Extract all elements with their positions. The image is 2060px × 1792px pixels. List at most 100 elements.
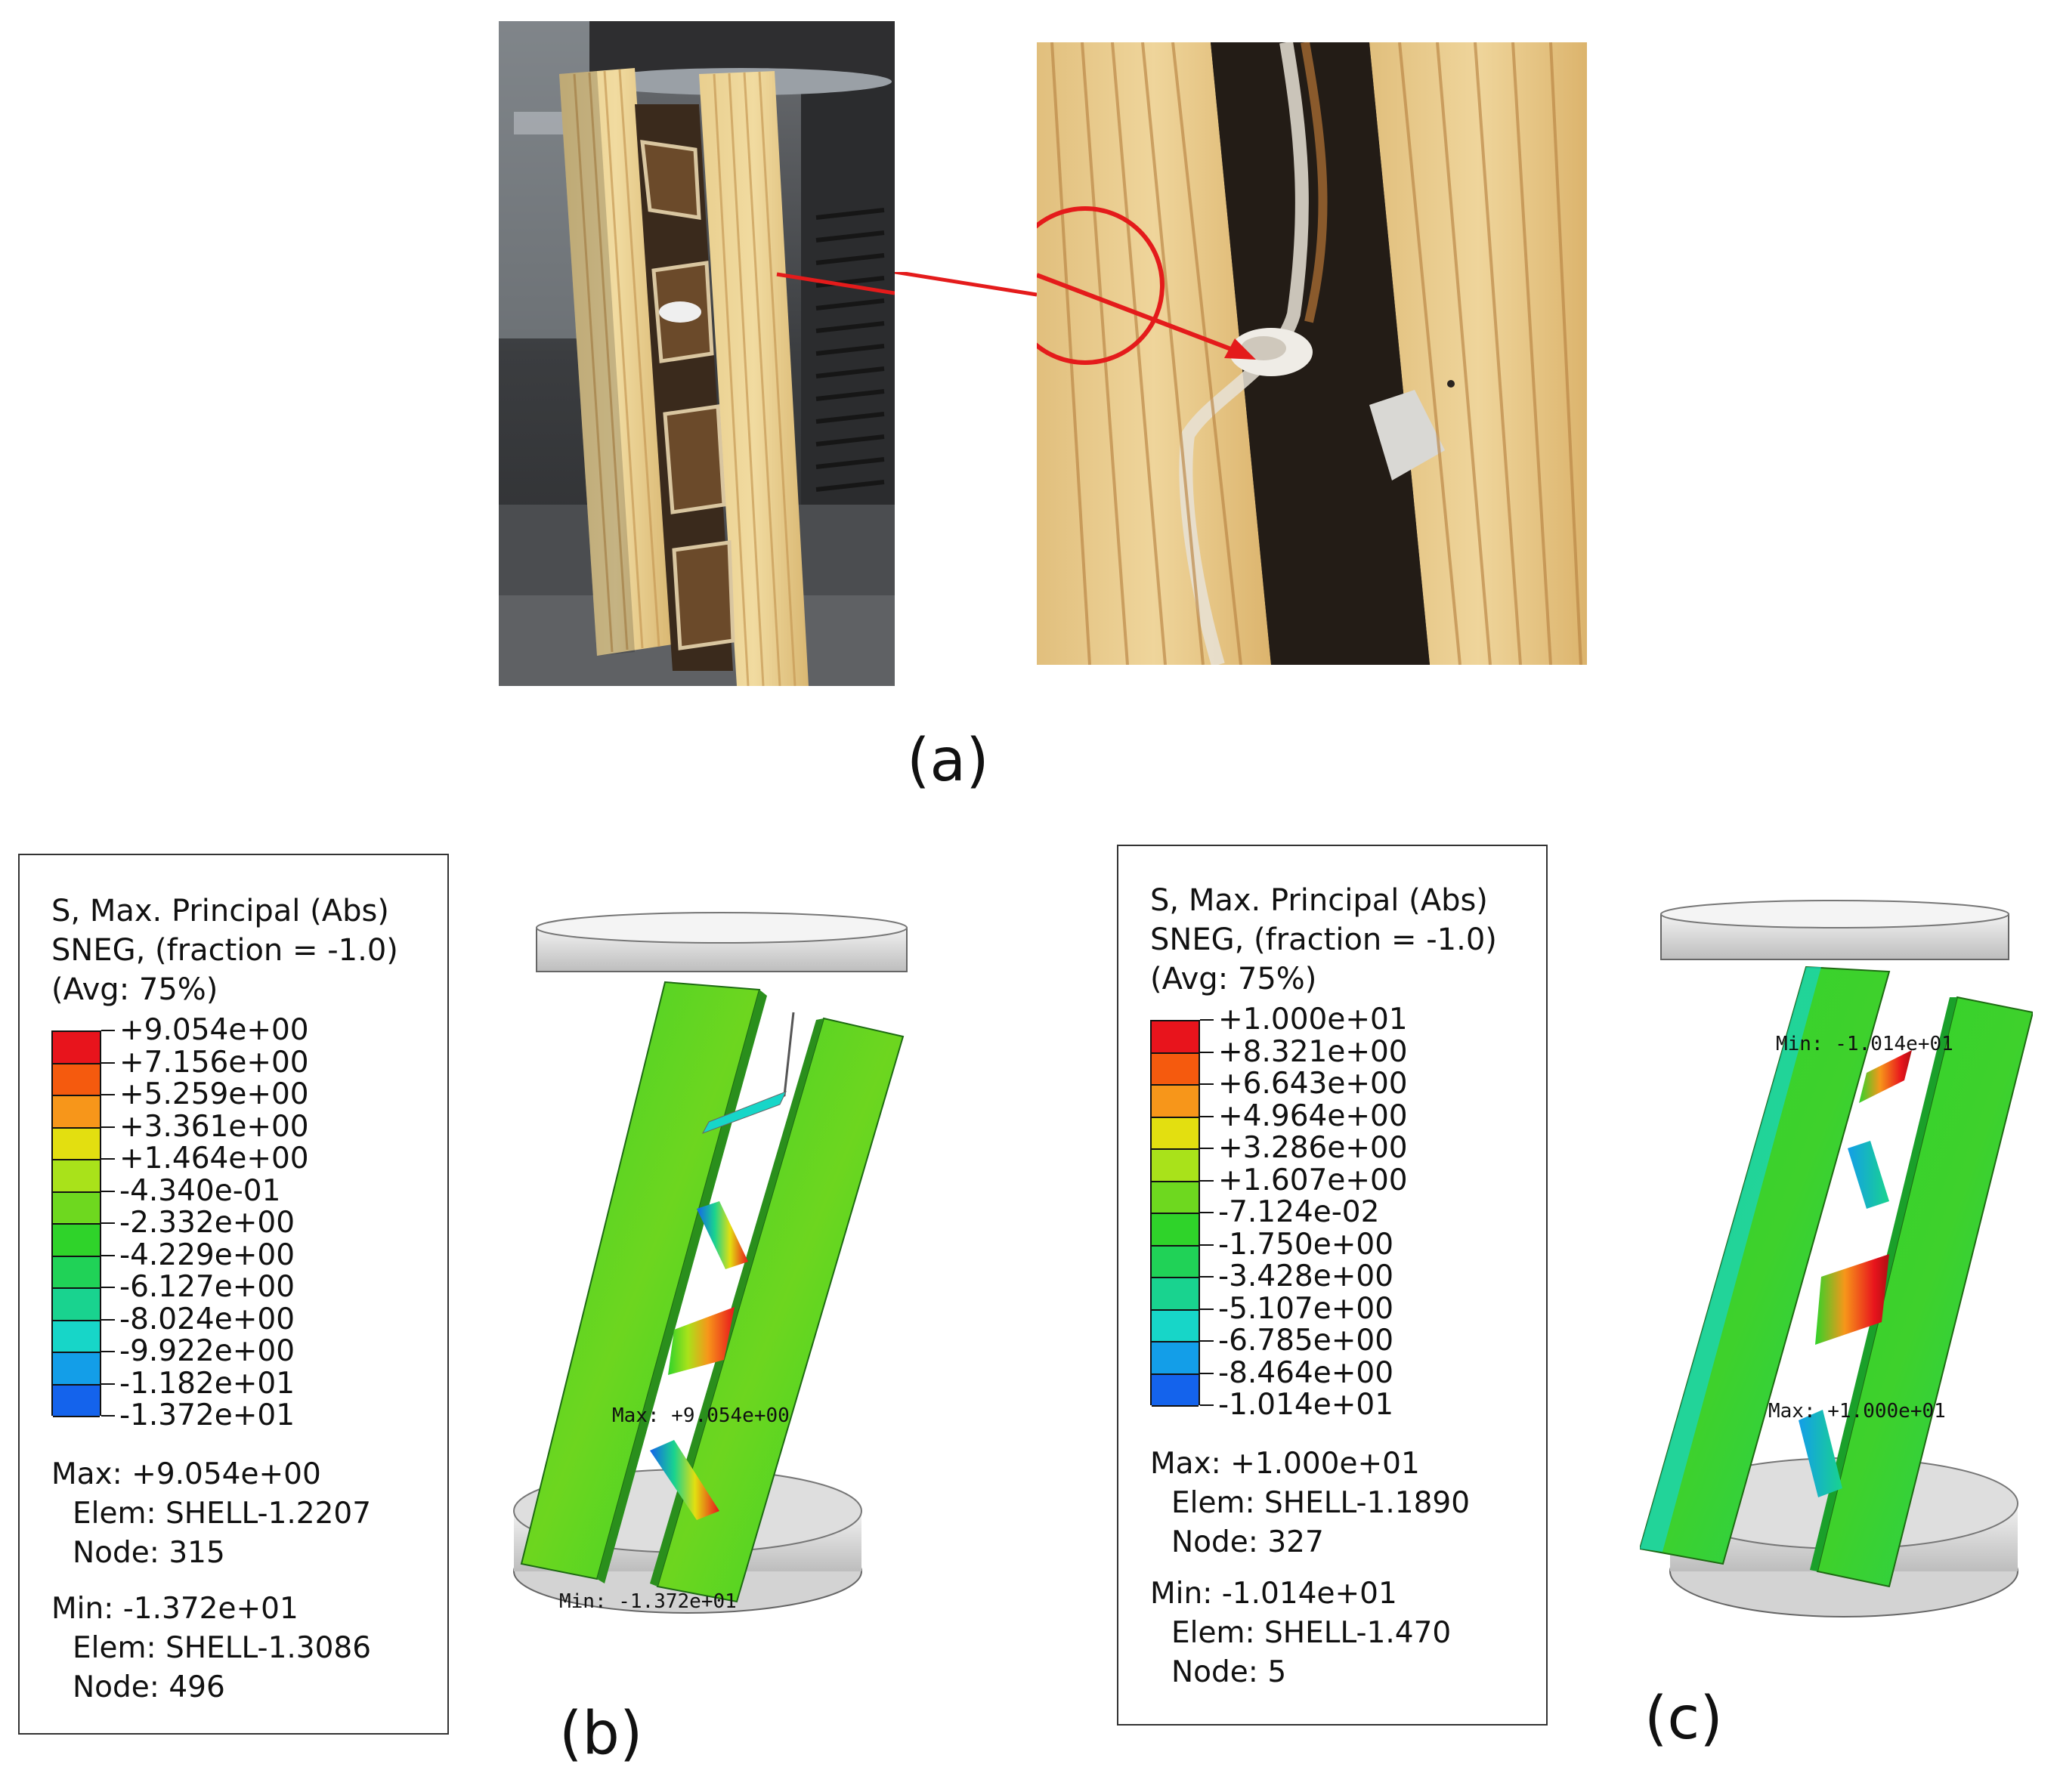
legend-title-line: SNEG, (fraction = -1.0) <box>1150 922 1497 957</box>
panel-label-c: (c) <box>1644 1685 1723 1753</box>
color-ramp-value: +1.607e+00 <box>1218 1163 1408 1197</box>
color-ramp-cell <box>53 1289 100 1321</box>
color-ramp-value: +1.464e+00 <box>119 1142 309 1176</box>
color-ramp-cell <box>1152 1150 1199 1182</box>
color-ramp-tick <box>1200 1115 1214 1117</box>
photo-failure-closeup <box>1037 42 1587 665</box>
color-ramp-tick <box>1200 1083 1214 1085</box>
color-ramp-tick <box>101 1287 115 1288</box>
min-node: Node: 5 <box>1171 1655 1287 1689</box>
color-ramp-tick <box>101 1061 115 1064</box>
color-ramp-cell <box>1152 1086 1199 1118</box>
color-ramp-value: -1.014e+01 <box>1218 1388 1394 1422</box>
color-ramp-value: -6.127e+00 <box>119 1270 295 1304</box>
color-ramp-cell <box>53 1385 100 1417</box>
color-ramp-value: +7.156e+00 <box>119 1045 309 1080</box>
min-marker-label: Min: -1.372e+01 <box>559 1590 737 1613</box>
max-value: Max: +9.054e+00 <box>51 1457 321 1491</box>
legend-title-line: S, Max. Principal (Abs) <box>51 894 389 928</box>
photo-specimen-overview <box>499 21 895 686</box>
color-ramp-cell <box>1152 1246 1199 1278</box>
color-ramp-cell <box>53 1321 100 1353</box>
max-element: Elem: SHELL-1.1890 <box>1171 1486 1471 1520</box>
color-ramp-value: -1.372e+01 <box>119 1398 295 1432</box>
fe-model-b: Max: +9.054e+00 Min: -1.372e+01 <box>513 912 908 1614</box>
color-ramp-tick <box>1200 1372 1214 1374</box>
color-ramp-cell <box>53 1353 100 1386</box>
color-ramp-cell <box>1152 1278 1199 1311</box>
color-ramp-value: -2.332e+00 <box>119 1206 295 1240</box>
color-ramp-tick <box>1200 1308 1214 1310</box>
color-ramp-value: +5.259e+00 <box>119 1077 309 1111</box>
color-ramp-tick <box>1200 1019 1214 1021</box>
panel-label-b: (b) <box>559 1700 643 1768</box>
color-ramp <box>1150 1020 1200 1407</box>
legend-title-line: S, Max. Principal (Abs) <box>1150 883 1488 918</box>
min-element: Elem: SHELL-1.3086 <box>73 1631 372 1665</box>
color-ramp-value: -4.229e+00 <box>119 1237 295 1272</box>
legend-title-line: (Avg: 75%) <box>51 972 218 1007</box>
color-ramp-value: -9.922e+00 <box>119 1334 295 1368</box>
color-ramp-cell <box>1152 1053 1199 1086</box>
legend-title-line: (Avg: 75%) <box>1150 962 1317 996</box>
max-value: Max: +1.000e+01 <box>1150 1447 1420 1481</box>
color-ramp-tick <box>101 1254 115 1256</box>
min-element: Elem: SHELL-1.470 <box>1171 1616 1452 1650</box>
legend-title-line: SNEG, (fraction = -1.0) <box>51 933 398 968</box>
color-ramp-cell <box>1152 1374 1199 1407</box>
color-ramp-tick <box>101 1126 115 1128</box>
color-ramp-value: +1.000e+01 <box>1218 1003 1408 1037</box>
color-ramp-tick <box>1200 1340 1214 1342</box>
max-node: Node: 327 <box>1171 1525 1324 1559</box>
panel-label-a: (a) <box>907 727 989 795</box>
color-ramp-tick <box>101 1383 115 1385</box>
color-ramp-value: -8.464e+00 <box>1218 1355 1394 1390</box>
min-node: Node: 496 <box>73 1670 225 1704</box>
legend-box-c: S, Max. Principal (Abs) SNEG, (fraction … <box>1117 845 1548 1726</box>
color-ramp-cell <box>53 1032 100 1064</box>
color-ramp-cell <box>53 1064 100 1096</box>
color-ramp-tick <box>101 1190 115 1192</box>
color-ramp-tick <box>101 1094 115 1095</box>
color-ramp-cell <box>53 1128 100 1160</box>
color-ramp-value: -1.182e+01 <box>119 1366 295 1401</box>
max-element: Elem: SHELL-1.2207 <box>73 1497 372 1531</box>
red-arrow-connector <box>895 272 1037 297</box>
min-marker-label: Min: -1.014e+01 <box>1776 1033 1953 1055</box>
color-ramp-value: -8.024e+00 <box>119 1302 295 1336</box>
color-ramp-tick <box>1200 1148 1214 1149</box>
color-ramp-cell <box>1152 1182 1199 1214</box>
color-ramp-value: +3.361e+00 <box>119 1109 309 1144</box>
max-node: Node: 315 <box>73 1536 225 1570</box>
color-ramp-value: -3.428e+00 <box>1218 1259 1394 1293</box>
color-ramp-tick <box>1200 1244 1214 1246</box>
color-ramp-value: +4.964e+00 <box>1218 1098 1408 1133</box>
min-value: Min: -1.014e+01 <box>1150 1577 1397 1611</box>
color-ramp-cell <box>1152 1310 1199 1342</box>
color-ramp-cell <box>1152 1342 1199 1375</box>
color-ramp-value: -6.785e+00 <box>1218 1324 1394 1358</box>
color-ramp-tick <box>1200 1212 1214 1213</box>
color-ramp-value: +8.321e+00 <box>1218 1034 1408 1069</box>
fe-model-c: Min: -1.014e+01 Max: +1.000e+01 <box>1640 900 2033 1617</box>
color-ramp-tick <box>101 1415 115 1417</box>
color-ramp-cell <box>53 1256 100 1289</box>
color-ramp-value: +3.286e+00 <box>1218 1131 1408 1165</box>
color-ramp-tick <box>1200 1276 1214 1278</box>
color-ramp-cell <box>53 1192 100 1225</box>
color-ramp-value: +6.643e+00 <box>1218 1067 1408 1101</box>
color-ramp-cell <box>1152 1021 1199 1054</box>
color-ramp-value: -7.124e-02 <box>1218 1195 1380 1229</box>
color-ramp-cell <box>53 1096 100 1129</box>
color-ramp-cell <box>53 1225 100 1257</box>
color-ramp-tick <box>101 1158 115 1160</box>
color-ramp-cell <box>1152 1117 1199 1150</box>
color-ramp-tick <box>1200 1179 1214 1182</box>
max-marker-label: Max: +1.000e+01 <box>1768 1400 1946 1423</box>
color-ramp <box>51 1030 101 1417</box>
color-ramp-tick <box>1200 1404 1214 1406</box>
color-ramp-tick <box>101 1030 115 1031</box>
color-ramp-tick <box>1200 1051 1214 1053</box>
color-ramp-tick <box>101 1318 115 1321</box>
color-ramp-cell <box>1152 1214 1199 1247</box>
